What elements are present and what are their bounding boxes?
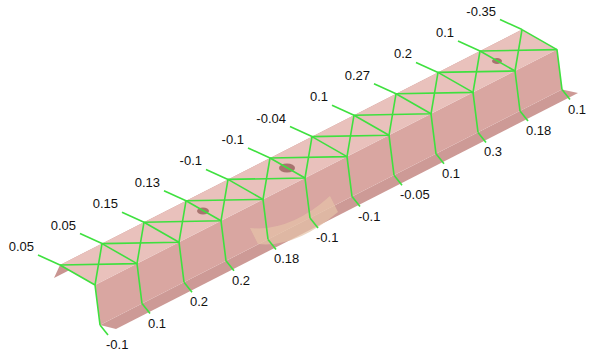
leader-line (478, 132, 486, 142)
deviation-value: 0.1 (436, 25, 454, 41)
deviation-value: 0.05 (9, 239, 34, 255)
leader-line (500, 20, 522, 30)
leader-line (206, 169, 228, 179)
deviation-value: -0.05 (400, 187, 430, 203)
leader-line (394, 175, 402, 185)
leader-line (436, 154, 444, 164)
deviation-value: 0.18 (526, 123, 551, 139)
measure-sections (38, 20, 570, 335)
zigzag-line (95, 30, 522, 285)
section-line (228, 179, 268, 239)
deviation-value: 0.13 (135, 175, 160, 191)
section-line (186, 201, 226, 261)
deviation-value: 0.15 (93, 196, 118, 212)
leader-line (458, 41, 480, 51)
leader-line (122, 212, 144, 222)
section-line (396, 94, 436, 154)
leader-line (38, 255, 60, 265)
deviation-value: 0.1 (148, 316, 166, 332)
deviation-value: -0.35 (466, 4, 496, 20)
section-line (438, 72, 478, 132)
section-line (480, 51, 520, 111)
deviation-value: -0.1 (316, 230, 338, 246)
section-line (144, 222, 184, 282)
leader-line (164, 191, 186, 201)
leader-line (352, 197, 360, 207)
section-line (354, 115, 394, 175)
leader-line (142, 304, 150, 314)
deviation-value: 0.1 (310, 89, 328, 105)
deviation-value: 0.27 (345, 68, 370, 84)
section-line (102, 244, 142, 304)
deviation-value: 0.05 (51, 218, 76, 234)
deviation-value: 0.2 (394, 46, 412, 62)
leader-line (374, 84, 396, 94)
leader-line (80, 234, 102, 244)
deviation-value: 0.1 (568, 102, 586, 118)
deviation-value: 0.18 (274, 251, 299, 267)
deviation-value: -0.1 (358, 209, 380, 225)
leader-line (310, 218, 318, 228)
section-line (312, 137, 352, 197)
section-line (270, 158, 310, 218)
top-face (60, 30, 557, 285)
leader-line (184, 282, 192, 292)
leader-line (226, 261, 234, 271)
leader-line (100, 325, 108, 335)
leader-line (268, 239, 276, 249)
deviation-value: 0.1 (442, 166, 460, 182)
leader-line (332, 105, 354, 115)
deviation-value: 0.3 (484, 144, 502, 160)
section-line (60, 265, 100, 325)
leader-line (290, 127, 312, 137)
deviation-value: -0.04 (256, 111, 286, 127)
leader-line (248, 148, 270, 158)
leader-line (416, 62, 438, 72)
deviation-value: -0.1 (180, 153, 202, 169)
side-wall (95, 50, 562, 325)
deviation-value: -0.1 (222, 132, 244, 148)
leader-line (520, 111, 528, 121)
leader-line (562, 90, 570, 100)
deviation-value: 0.2 (232, 273, 250, 289)
deviation-value: 0.2 (190, 294, 208, 310)
deviation-value: -0.1 (106, 337, 128, 353)
section-line (522, 30, 562, 90)
